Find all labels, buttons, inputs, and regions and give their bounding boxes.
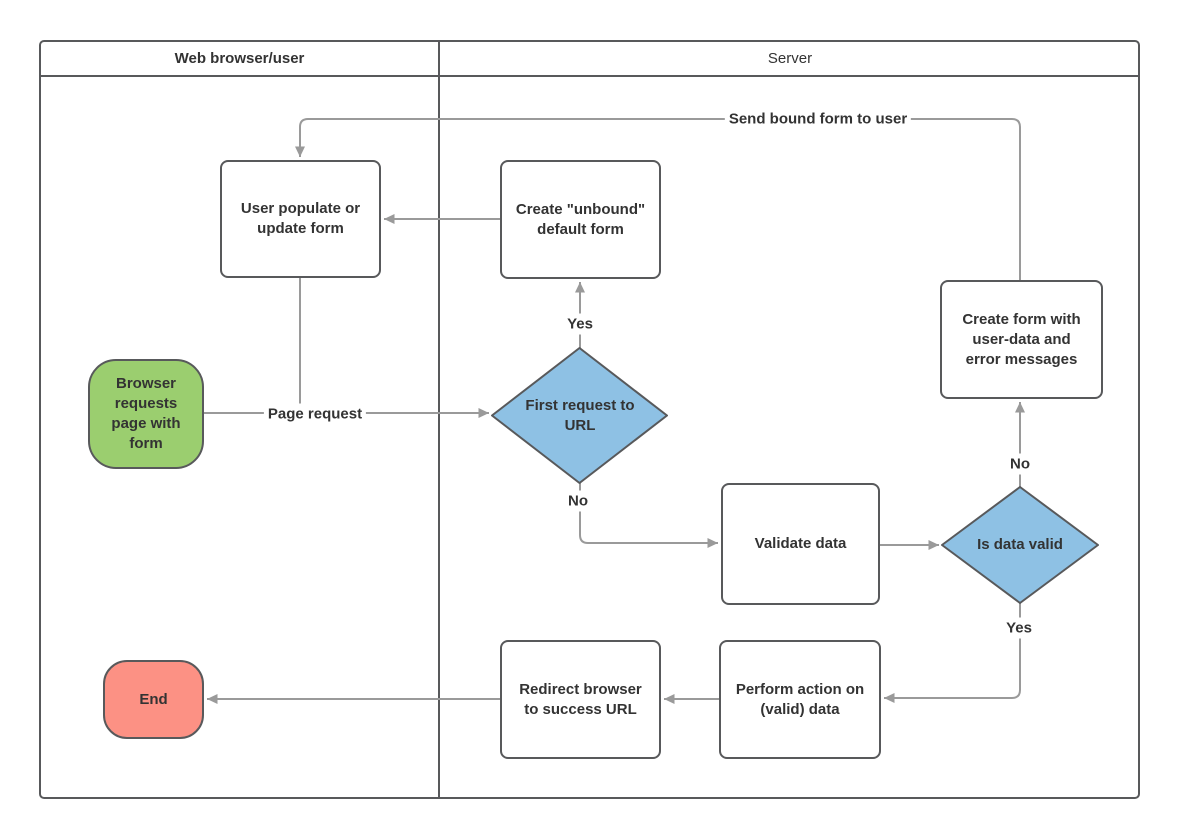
process-user-populate-form: User populate or update form bbox=[220, 160, 381, 278]
edge-label-is-valid-no: No bbox=[1006, 453, 1034, 475]
process-perform-action: Perform action on (valid) data bbox=[719, 640, 881, 759]
edge-label-send-bound-form: Send bound form to user bbox=[724, 108, 912, 130]
decision-label-first-request: First request to URL bbox=[525, 397, 635, 434]
edge-label-first-request-no: No bbox=[564, 490, 592, 512]
edge-is-valid-yes bbox=[884, 603, 1021, 703]
lane-title-web-browser-user: Web browser/user bbox=[174, 50, 305, 67]
swimlane-header-separator bbox=[39, 75, 1140, 77]
lane-title-server: Server bbox=[767, 50, 813, 67]
edge-label-page-request: Page request bbox=[263, 403, 367, 425]
swimlane-pool bbox=[39, 40, 1140, 799]
swimlane-divider bbox=[438, 40, 440, 799]
first-request-decision-shape bbox=[491, 347, 668, 484]
edge-first-request-no bbox=[579, 483, 718, 548]
end-node: End bbox=[103, 660, 204, 739]
process-validate-data: Validate data bbox=[721, 483, 880, 605]
edge-label-first-request-yes: Yes bbox=[563, 313, 597, 335]
edge-label-is-valid-yes: Yes bbox=[1002, 617, 1036, 639]
process-redirect-browser: Redirect browser to success URL bbox=[500, 640, 661, 759]
decision-label-is-data-valid: Is data valid bbox=[977, 536, 1063, 553]
process-create-unbound-form: Create "unbound" default form bbox=[500, 160, 661, 279]
edge-send-bound-form bbox=[295, 118, 1021, 280]
process-create-form-with-errors: Create form with user-data and error mes… bbox=[940, 280, 1103, 399]
start-node-browser-requests: Browser requests page with form bbox=[88, 359, 204, 469]
is-data-valid-decision-shape bbox=[941, 486, 1099, 604]
